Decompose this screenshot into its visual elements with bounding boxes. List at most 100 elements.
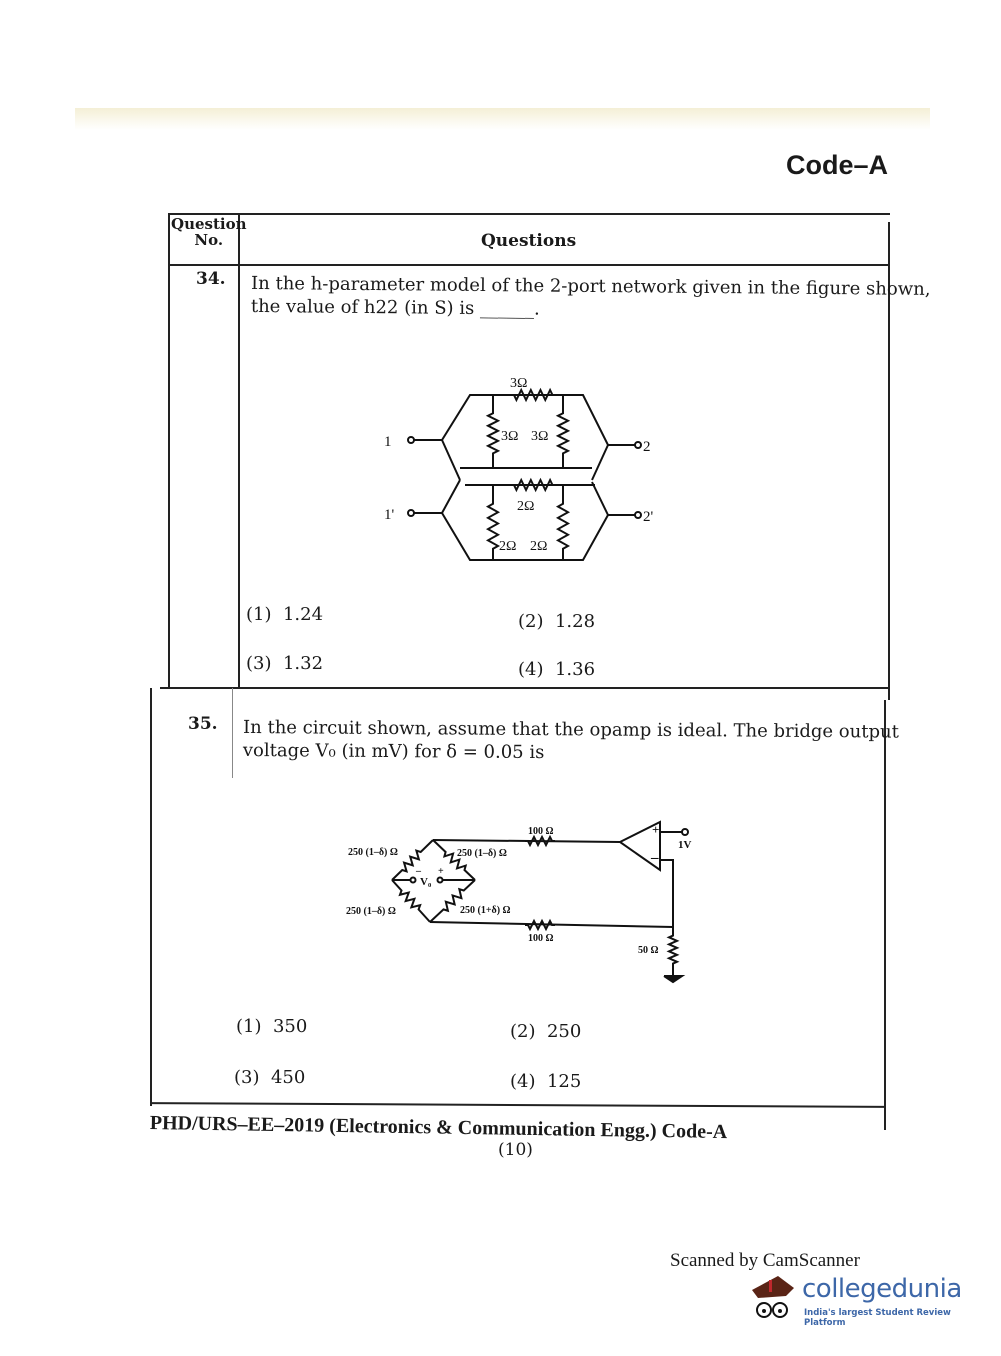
vo-label: V₀ [420, 876, 432, 888]
header-question-no-line1: Question [171, 215, 247, 233]
terminal-2-prime [634, 511, 642, 519]
option-value: 450 [270, 1067, 306, 1088]
brand-name: collegedunia [802, 1274, 962, 1304]
table-top-border [168, 213, 890, 215]
resistor-label: 2Ω [530, 539, 547, 554]
option-label: (2) [518, 611, 544, 632]
resistor-icon [555, 485, 571, 560]
opamp-minus: – [650, 850, 659, 866]
scan-edge [75, 108, 930, 130]
option-3[interactable]: (3) 1.32 [246, 653, 323, 674]
wire [414, 479, 461, 514]
wire [441, 439, 461, 481]
opamp-triangle [618, 820, 661, 872]
resistor-label: 100 Ω [528, 933, 554, 944]
source-terminal [681, 828, 689, 836]
option-value: 1.28 [554, 611, 596, 632]
question-text: In the circuit shown, assume that the op… [243, 716, 899, 767]
option-label: (2) [510, 1021, 536, 1042]
resistor-icon [432, 839, 476, 881]
resistor-label: 250 (1–δ) Ω [346, 906, 396, 917]
option-label: (3) [234, 1067, 260, 1088]
option-4[interactable]: (4) 125 [510, 1071, 581, 1092]
option-2[interactable]: (2) 1.28 [518, 611, 595, 632]
table-bottom-border [149, 1102, 886, 1108]
option-label: (1) [246, 604, 272, 625]
wire [441, 512, 635, 561]
resistor-icon [429, 879, 476, 923]
question-number: 34. [196, 269, 226, 289]
option-4[interactable]: (4) 1.36 [518, 659, 595, 680]
resistor-icon [525, 918, 555, 932]
column-divider-2 [232, 688, 233, 778]
resistor-label: 250 (1–δ) Ω [348, 847, 398, 858]
header-divider [168, 264, 890, 266]
resistor-label: 250 (1–δ) Ω [457, 848, 507, 859]
table-left-border [168, 213, 170, 688]
terminal-1-prime [407, 509, 415, 517]
question-number: 35. [188, 714, 218, 734]
option-value: 1.32 [282, 653, 324, 674]
vo-plus-terminal [436, 876, 444, 884]
option-value: 1.36 [554, 659, 596, 680]
resistor-icon [555, 395, 571, 468]
resistor-label: 3Ω [531, 429, 548, 444]
option-label: (3) [246, 653, 272, 674]
header-question-no-line2: No. [194, 231, 224, 249]
resistor-icon [493, 387, 563, 403]
ground-icon [663, 975, 686, 984]
question-text: In the h-parameter model of the 2-port n… [251, 272, 931, 324]
option-value: 350 [272, 1016, 308, 1037]
resistor-label: 2Ω [517, 499, 534, 514]
option-2[interactable]: (2) 250 [510, 1021, 581, 1042]
vo-minus-label: – [415, 866, 422, 877]
vo-minus-terminal [409, 876, 417, 884]
header-questions: Questions [481, 231, 577, 251]
exam-footer: PHD/URS–EE–2019 (Electronics & Communica… [149, 1112, 728, 1144]
table-right-border [888, 222, 890, 700]
wire [660, 859, 674, 927]
table-left-border-2 [150, 688, 152, 1106]
option-label: (4) [510, 1071, 536, 1092]
resistor-label: 3Ω [510, 376, 527, 391]
scanner-text: Scanned by CamScanner [670, 1250, 860, 1271]
resistor-icon [485, 395, 501, 468]
resistor-label: 50 Ω [638, 945, 659, 956]
resistor-label: 3Ω [501, 429, 518, 444]
option-value: 1.24 [282, 604, 324, 625]
option-1[interactable]: (1) 1.24 [246, 604, 323, 625]
resistor-icon [485, 485, 501, 560]
mascot-logo-icon [752, 1276, 794, 1318]
resistor-icon [493, 477, 563, 493]
resistor-icon [666, 927, 680, 970]
option-3[interactable]: (3) 450 [234, 1067, 305, 1088]
terminal-1 [407, 436, 415, 444]
terminal-2 [634, 441, 642, 449]
option-value: 125 [546, 1071, 582, 1092]
table-right-border-2 [884, 700, 886, 1130]
brand-tagline: India's largest Student Review Platform [804, 1308, 951, 1328]
watermark: Scanned by CamScanner collegedunia India… [668, 1250, 968, 1330]
terminal-label: 2' [643, 509, 654, 525]
terminal-label: 2 [643, 439, 651, 455]
paper-code: Code–A [785, 150, 888, 180]
option-label: (4) [518, 659, 544, 680]
terminal-label: 1' [384, 507, 395, 523]
two-port-network-figure: 1 1' 2 2' 3Ω 3Ω 3Ω 2Ω 2Ω 2Ω [384, 376, 654, 561]
header-question-no: Question No. [171, 216, 247, 248]
row-divider [160, 687, 888, 689]
resistor-label: 250 (1+δ) Ω [460, 905, 511, 916]
resistor-icon [391, 879, 431, 923]
page-number: (10) [498, 1140, 533, 1160]
resistor-label: 2Ω [499, 539, 516, 554]
bridge-opamp-circuit-figure: + – 1V – + V₀ 250 (1–δ) Ω 250 (1–δ) Ω 25… [346, 820, 692, 984]
wire [591, 481, 609, 516]
option-1[interactable]: (1) 350 [236, 1016, 307, 1037]
option-value: 250 [546, 1021, 582, 1042]
wire [414, 394, 635, 446]
source-label: 1V [678, 839, 692, 851]
resistor-icon [525, 834, 555, 848]
resistor-label: 100 Ω [528, 826, 554, 837]
terminal-label: 1 [384, 434, 392, 450]
opamp-plus: + [652, 822, 659, 837]
